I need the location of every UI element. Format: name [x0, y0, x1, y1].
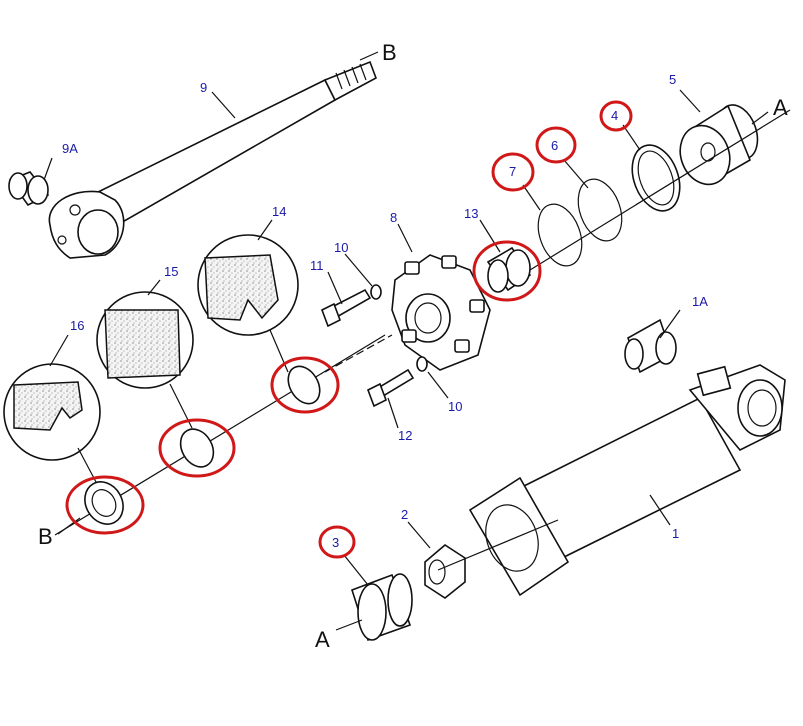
cylinder-barrel — [468, 364, 786, 597]
bushing-9a — [8, 171, 50, 207]
seal-15-profile-callout — [96, 279, 194, 429]
gland-head — [391, 254, 491, 371]
label-14: 14 — [272, 204, 286, 219]
label-1a: 1A — [692, 294, 708, 309]
highlight-seal-16 — [65, 475, 145, 535]
label-9a: 9A — [62, 141, 78, 156]
letter-b-bottom: B — [38, 524, 53, 549]
nut-2 — [424, 544, 466, 599]
ring-3 — [351, 573, 413, 642]
label-15: 15 — [164, 264, 178, 279]
washer-10-lower — [416, 356, 428, 372]
o-ring-7 — [537, 203, 583, 267]
label-6: 6 — [551, 138, 558, 153]
highlight-bearing-13 — [472, 240, 542, 302]
letter-a-top: A — [773, 95, 788, 120]
label-11: 11 — [310, 258, 324, 273]
seal-14 — [287, 365, 321, 405]
bearing-13 — [486, 246, 532, 293]
bolt-12 — [366, 368, 415, 408]
piston-5 — [679, 104, 759, 186]
label-2: 2 — [401, 507, 408, 522]
seal-15 — [179, 428, 215, 468]
seal-14-profile-callout — [197, 219, 299, 373]
label-10-lower: 10 — [448, 399, 462, 414]
highlight-ring-4 — [599, 100, 633, 132]
piston-rod — [48, 60, 377, 259]
label-8: 8 — [390, 210, 397, 225]
letter-b-top: B — [382, 40, 397, 65]
bushing-1a — [624, 318, 677, 374]
bolt-11 — [320, 288, 372, 328]
label-12: 12 — [398, 428, 412, 443]
wiper-seal-16 — [84, 481, 124, 525]
highlight-seal-14 — [270, 356, 340, 414]
highlight-seal-15 — [158, 418, 236, 478]
seal-16-profile-callout — [3, 334, 101, 483]
letter-a-bottom: A — [315, 627, 330, 652]
washer-10-upper — [370, 284, 382, 300]
label-1: 1 — [672, 526, 679, 541]
label-16: 16 — [70, 318, 84, 333]
label-10-upper: 10 — [334, 240, 348, 255]
label-13: 13 — [464, 206, 478, 221]
highlight-ring-3 — [318, 525, 356, 559]
label-3: 3 — [332, 535, 339, 550]
label-5: 5 — [669, 72, 676, 87]
highlight-ring-6 — [535, 126, 577, 164]
label-9: 9 — [200, 80, 207, 95]
label-7: 7 — [509, 164, 516, 179]
ring-4 — [631, 144, 681, 212]
backup-ring-6 — [577, 178, 623, 242]
label-4: 4 — [611, 108, 618, 123]
highlight-ring-7 — [491, 152, 535, 192]
